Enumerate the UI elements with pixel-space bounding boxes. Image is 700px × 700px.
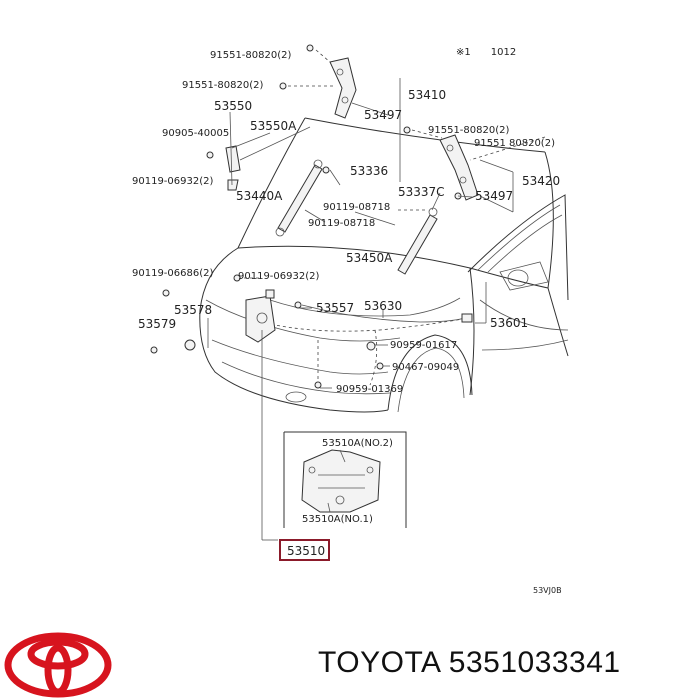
label-90119-06932-a: 90119-06932(2) (132, 176, 213, 187)
label-53410: 53410 (408, 88, 446, 102)
header-note: ※1 1012 (456, 47, 516, 58)
hood-hinge-left (288, 49, 357, 119)
hood-lock-release-cable (301, 304, 473, 323)
label-91551-80820-c: 91551-80820(2) (428, 125, 509, 136)
label-53550: 53550 (214, 99, 252, 113)
label-90119-06686: 90119-06686(2) (132, 268, 213, 279)
hood-support-right (397, 207, 438, 275)
label-91551-80820-b: 91551-80820(2) (182, 80, 263, 91)
label-90119-06932-b: 90119-06932(2) (238, 271, 319, 282)
label-90959-01617: 90959-01617 (390, 340, 457, 351)
label-53337C: 53337C (398, 185, 445, 199)
label-53630: 53630 (364, 299, 402, 313)
label-53578: 53578 (174, 303, 212, 317)
leader-lines (207, 78, 514, 541)
label-53440A: 53440A (236, 189, 283, 203)
part-number: 5351033341 (448, 646, 621, 679)
label-53601: 53601 (490, 316, 528, 330)
label-53510A-no2: 53510A(NO.2) (322, 438, 393, 449)
label-53420: 53420 (522, 174, 560, 188)
label-53336: 53336 (350, 164, 388, 178)
label-53557: 53557 (316, 301, 354, 315)
hood-lock-assembly (238, 277, 276, 343)
label-90119-08718-a: 90119-08718 (323, 202, 390, 213)
label-53579: 53579 (138, 317, 176, 331)
lock-detail-inset (283, 431, 407, 528)
diagram-code: 53VJ0B (533, 586, 562, 595)
label-90467-09049: 90467-09049 (392, 362, 459, 373)
label-53510A-no1: 53510A(NO.1) (302, 514, 373, 525)
label-90959-01369: 90959-01369 (336, 384, 403, 395)
label-91551-80820-d: 91551 80820(2) (474, 138, 555, 149)
label-90119-08718-b: 90119-08718 (308, 218, 375, 229)
part-labels: 91551-80820(2) 91551-80820(2) 53550 9090… (132, 50, 560, 525)
label-90905-40005: 90905-40005 (162, 128, 229, 139)
label-53497-a: 53497 (364, 108, 402, 122)
label-53497-b: 53497 (475, 189, 513, 203)
label-53510-highlighted[interactable]: 53510 (287, 544, 325, 558)
brand-name: TOYOTA (318, 646, 440, 679)
highlight-box (279, 539, 330, 561)
car-body-outline (199, 117, 569, 413)
hood-hinge-right (411, 129, 546, 201)
label-53550A: 53550A (250, 119, 297, 133)
hood-support-left (275, 159, 323, 237)
toyota-logo-icon (4, 632, 112, 698)
label-53450A: 53450A (346, 251, 393, 265)
label-91551-80820-a: 91551-80820(2) (210, 50, 291, 61)
footer-caption: TOYOTA 5351033341 (318, 646, 621, 680)
